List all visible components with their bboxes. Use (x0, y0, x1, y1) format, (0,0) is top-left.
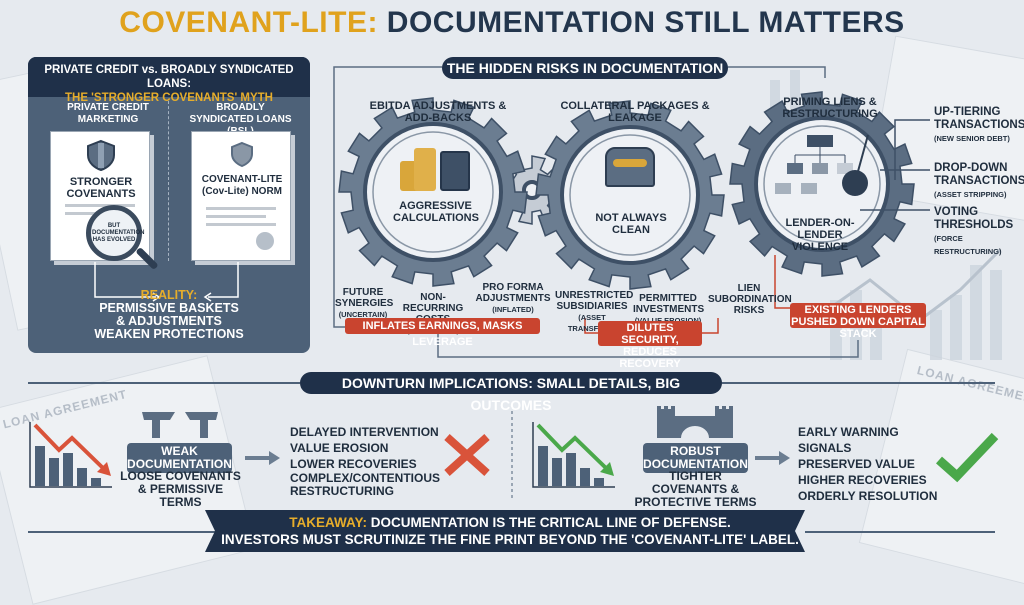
takeaway-banner-shape (205, 510, 805, 552)
chart-bar (63, 453, 73, 486)
chart-bar (566, 453, 576, 486)
coins-calculator-icon (400, 143, 472, 193)
consequence-priming: EXISTING LENDERS PUSHED DOWN CAPITAL STA… (790, 303, 926, 340)
gear-title-priming: PRIMING LIENS & RESTRUCTURING (782, 96, 878, 120)
chart-bar (91, 478, 101, 486)
chart-axis (532, 422, 615, 488)
risk-item: FUTURE SYNERGIES(UNCERTAIN) (335, 287, 394, 319)
castle-bridge-icon (657, 406, 733, 438)
risk-item: UP-TIERING TRANSACTIONS(NEW SENIOR DEBT) (934, 106, 1024, 143)
hidden-risks-heading: THE HIDDEN RISKS IN DOCUMENTATION (442, 57, 728, 79)
chart-bar (538, 446, 548, 486)
risk-item: PRO FORMA ADJUSTMENTS(INFLATED) (475, 282, 551, 314)
declining-chart-red (29, 422, 112, 488)
risk-item: DROP-DOWN TRANSACTIONS(ASSET STRIPPING) (934, 162, 1024, 199)
pointer-arrow (894, 119, 930, 180)
bsl-document: COVENANT-LITE(Cov-Lite) NORM (191, 131, 291, 261)
connector-lines (333, 66, 859, 358)
gears (338, 91, 930, 334)
checkmark-icon (936, 432, 999, 483)
declining-chart-green (532, 422, 615, 488)
trend-arrowhead (600, 462, 614, 476)
chart-bar (552, 458, 562, 486)
consequence-ebitda: INFLATES EARNINGS, MASKS LEVERAGE (345, 318, 540, 348)
risk-item: VOTING THRESHOLDS(FORCE RESTRUCTURING) (934, 206, 1014, 256)
chart-bar (35, 446, 45, 486)
downturn-heading: DOWNTURN IMPLICATIONS: SMALL DETAILS, BI… (300, 372, 722, 413)
cov-lite-norm-text: COVENANT-LITE(Cov-Lite) NORM (201, 174, 283, 197)
red-pointer-arrow (584, 318, 719, 334)
risk-item: PERMITTED INVESTMENTS(VALUE EROSION) (633, 293, 705, 325)
trend-line (33, 423, 107, 472)
risk-item: LIEN SUBORDINATION RISKS (708, 283, 792, 316)
trend-arrowhead (97, 462, 111, 476)
consequence-collateral: DILUTES SECURITY, REDUCES RECOVERY (598, 321, 702, 370)
treasure-chest-icon (605, 147, 655, 187)
comparison-panel: PRIVATE CREDIT vs. BROADLY SYNDICATED LO… (28, 57, 310, 353)
shield-icon (87, 139, 115, 172)
gear-center-priming: LENDER-ON-LENDER VIOLENCE (785, 217, 855, 253)
stronger-covenants-text: STRONGER COVENANTS (66, 176, 136, 200)
column-divider (168, 101, 169, 261)
comparison-heading: PRIVATE CREDIT vs. BROADLY SYNDICATED LO… (28, 57, 310, 104)
weak-documentation-sub: LOOSE COVENANTS & PERMISSIVE TERMS (120, 469, 241, 509)
robust-documentation-badge: ROBUST DOCUMENTATION (643, 443, 748, 473)
magnifier-icon: BUT DOCUMENTATION HAS EVOLVED (86, 205, 144, 261)
org-chart-wrecking-ball-icon (775, 134, 869, 196)
chart-bar (594, 478, 604, 486)
private-credit-document: STRONGER COVENANTS (50, 131, 150, 261)
chart-bar (580, 468, 590, 486)
chart-bar (49, 458, 59, 486)
gear-ebitda (338, 97, 528, 287)
downturn-divider-lines (28, 382, 995, 533)
trend-line (536, 423, 610, 472)
page-title: COVENANT-LITE: DOCUMENTATION STILL MATTE… (119, 6, 905, 39)
arrow-right-icon (245, 451, 280, 465)
chart-bar (77, 468, 87, 486)
gear-title-collateral: COLLATERAL PACKAGES & LEAKAGE (560, 100, 710, 124)
reality-arrows (94, 262, 239, 302)
takeaway-banner: TAKEAWAY: DOCUMENTATION IS THE CRITICAL … (221, 515, 799, 547)
gear-collateral (535, 100, 725, 290)
arrow-right-icon (755, 451, 790, 465)
gear-center-ebitda: AGGRESSIVE CALCULATIONS (393, 200, 479, 224)
gear-title-ebitda: EBITDA ADJUSTMENTS & ADD-BACKS (369, 100, 507, 124)
red-pointer-arrow (774, 255, 790, 309)
x-mark-icon (444, 434, 490, 476)
shield-icon (231, 141, 253, 168)
gear-center-collateral: NOT ALWAYS CLEAN (595, 212, 667, 236)
seal-icon (256, 232, 274, 250)
risk-item: UNRESTRICTED SUBSIDIARIES(ASSET TRANSFER… (555, 290, 634, 333)
robust-documentation-sub: TIGHTER COVENANTS & PROTECTIVE TERMS (634, 469, 757, 509)
weak-documentation-badge: WEAK DOCUMENTATION (127, 443, 232, 473)
chart-axis (29, 422, 112, 488)
broken-bridge-icon (142, 412, 218, 438)
reality-statement: REALITY: PERMISSIVE BASKETS & ADJUSTMENT… (94, 288, 244, 341)
private-credit-label: PRIVATE CREDIT MARKETING (67, 102, 149, 125)
